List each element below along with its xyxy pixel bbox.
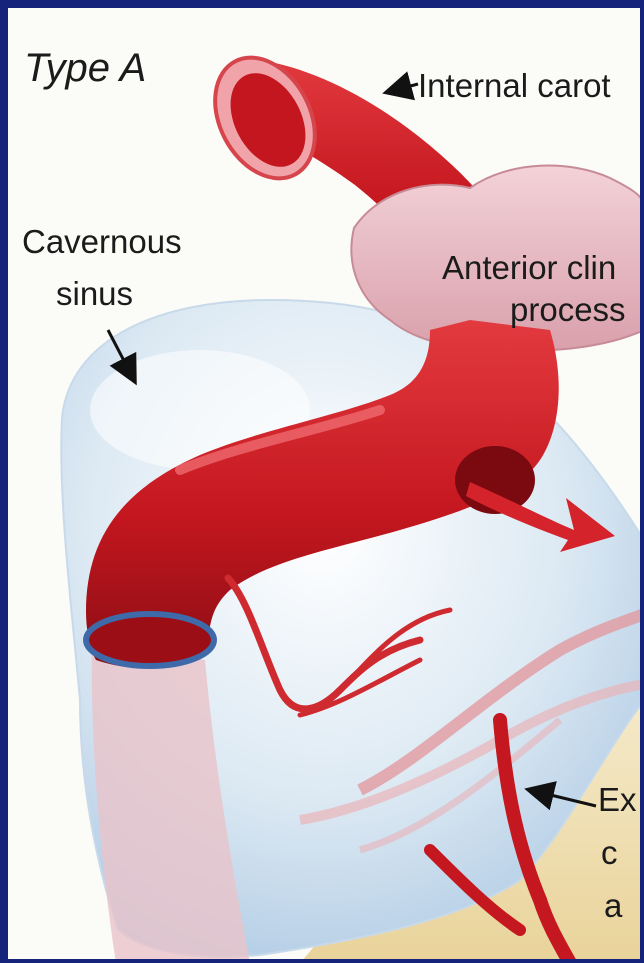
external-carotid-label-line1: Ex <box>598 782 637 818</box>
anterior-clinoid-label-line1: Anterior clin <box>442 250 616 286</box>
artery-cut-opening <box>86 614 214 666</box>
figure-title: Type A <box>24 46 146 90</box>
external-carotid-label-line2: c <box>601 835 618 871</box>
anterior-clinoid-label-line2: process <box>510 292 626 328</box>
cavernous-sinus-label-line2: sinus <box>56 276 133 312</box>
internal-carotid-label: Internal carot <box>418 68 611 104</box>
cavernous-sinus-label-line1: Cavernous <box>22 224 182 260</box>
external-carotid-label-line3: a <box>604 888 622 924</box>
